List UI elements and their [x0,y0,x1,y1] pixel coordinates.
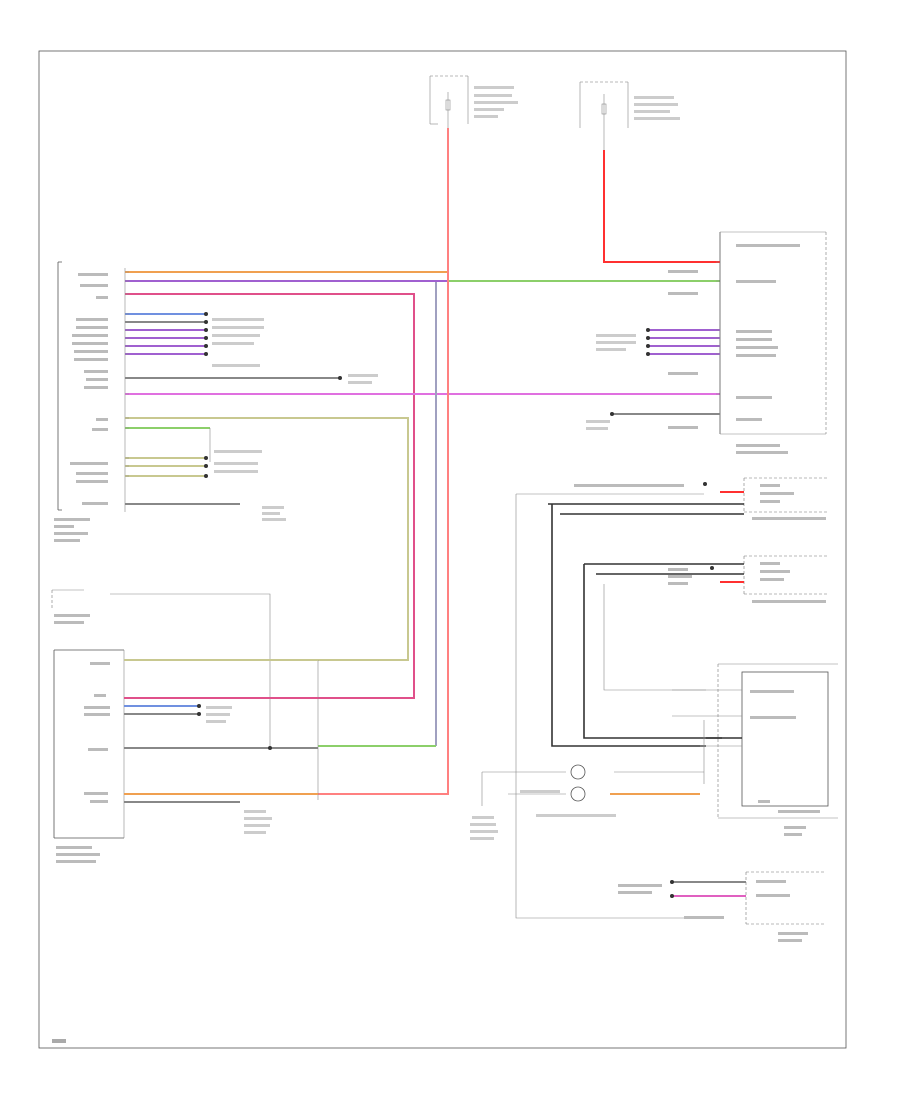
right-module [586,150,827,454]
shifter-module [54,261,126,542]
gearshift-module [470,663,838,840]
pin-ticks [125,261,720,505]
transfer-case-switch [51,589,271,748]
page-number-mark [52,1039,66,1043]
diagram-frame [38,50,847,1049]
fuse-box-right [579,81,680,150]
paddle-switches [515,477,828,919]
shifter-wires [125,271,720,699]
fuse-box-left [429,75,518,130]
fuse-feed-wires [317,128,449,800]
instrument-cluster [618,871,826,942]
transmission-module [53,649,318,863]
